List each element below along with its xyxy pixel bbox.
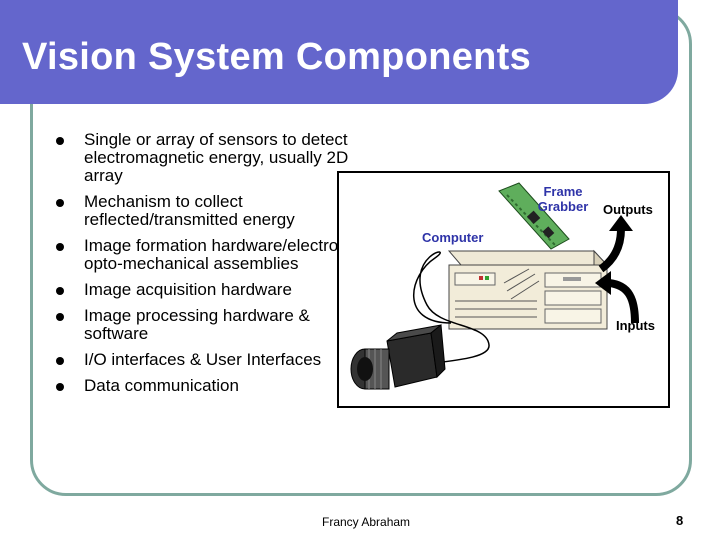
frame-grabber-card-icon <box>498 182 570 250</box>
inputs-arrow-icon <box>608 279 639 324</box>
inputs-label: Inputs <box>616 318 655 333</box>
page-number: 8 <box>676 513 684 528</box>
bullet-item: Data communication <box>50 377 350 395</box>
inputs-arrowhead-icon <box>595 271 611 295</box>
diagram-illustration <box>350 182 639 390</box>
outputs-arrowhead-icon <box>609 215 633 231</box>
bullet-dot-icon <box>56 313 64 321</box>
bullet-item: Image formation hardware/electro-opto-me… <box>50 237 350 273</box>
bullet-item: Mechanism to collect reflected/transmitt… <box>50 193 350 229</box>
computer-icon <box>447 249 609 330</box>
bullet-list: Single or array of sensors to detect ele… <box>50 131 350 403</box>
title-bar: Vision System Components <box>0 0 678 104</box>
outputs-arrow-icon <box>598 228 625 273</box>
camera-cable <box>400 251 490 370</box>
bullet-dot-icon <box>56 383 64 391</box>
bullet-dot-icon <box>56 287 64 295</box>
outputs-label: Outputs <box>603 202 653 217</box>
bullet-item: Image processing hardware & software <box>50 307 350 343</box>
slide-title: Vision System Components <box>22 36 532 78</box>
bullet-dot-icon <box>56 199 64 207</box>
bullet-dot-icon <box>56 137 64 145</box>
footer-author: Francy Abraham <box>322 515 411 529</box>
computer-label: Computer <box>422 230 484 245</box>
vision-system-diagram: Frame Grabber Outputs Computer Inputs <box>337 171 670 408</box>
frame-grabber-label: Frame Grabber <box>537 184 589 214</box>
bullet-item: Single or array of sensors to detect ele… <box>50 131 350 185</box>
bullet-item: Image acquisition hardware <box>50 281 350 299</box>
camera-icon <box>350 324 446 390</box>
bullet-dot-icon <box>56 357 64 365</box>
bullet-dot-icon <box>56 243 64 251</box>
bullet-item: I/O interfaces & User Interfaces <box>50 351 350 369</box>
